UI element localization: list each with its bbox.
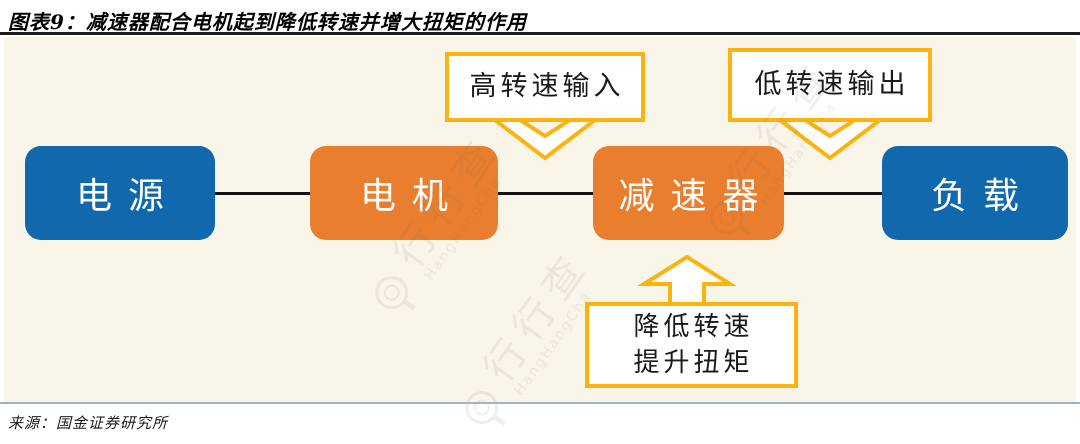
connector-reducer-load	[784, 192, 882, 195]
node-motor: 电机	[310, 146, 498, 240]
node-load-label: 负载	[930, 176, 1035, 217]
callout-line2: 提升扭矩	[633, 348, 754, 378]
callout-high-speed-input: 高转速输入	[445, 52, 645, 122]
callout-reduce-speed-raise-torque: 降低转速 提升扭矩	[585, 302, 798, 388]
connector-power-motor	[215, 192, 310, 195]
callout-reduce-speed-raise-torque-label: 降低转速 提升扭矩	[633, 309, 753, 382]
node-power-label: 电源	[75, 176, 180, 217]
source-divider	[0, 402, 1080, 404]
down-arrow-icon	[774, 118, 886, 161]
figure-title: 图表9：减速器配合电机起到降低转速并增大扭矩的作用	[8, 10, 527, 34]
node-reducer: 减速器	[593, 146, 784, 240]
callout-low-speed-output: 低转速输出	[728, 48, 932, 122]
node-reducer-label: 减速器	[618, 176, 775, 217]
up-arrow-icon	[637, 254, 737, 310]
node-load: 负载	[882, 146, 1068, 240]
node-power: 电源	[25, 146, 215, 240]
connector-motor-reducer	[498, 192, 593, 195]
down-arrow-icon	[489, 118, 601, 161]
callout-high-speed-input-label: 高转速输入	[469, 71, 625, 103]
source-note: 来源：国金证券研究所	[8, 414, 169, 432]
callout-line1: 降低转速	[633, 311, 754, 342]
title-underline	[0, 32, 1080, 35]
callout-low-speed-output-label: 低转速输出	[754, 69, 910, 101]
node-motor-label: 电机	[359, 176, 464, 217]
